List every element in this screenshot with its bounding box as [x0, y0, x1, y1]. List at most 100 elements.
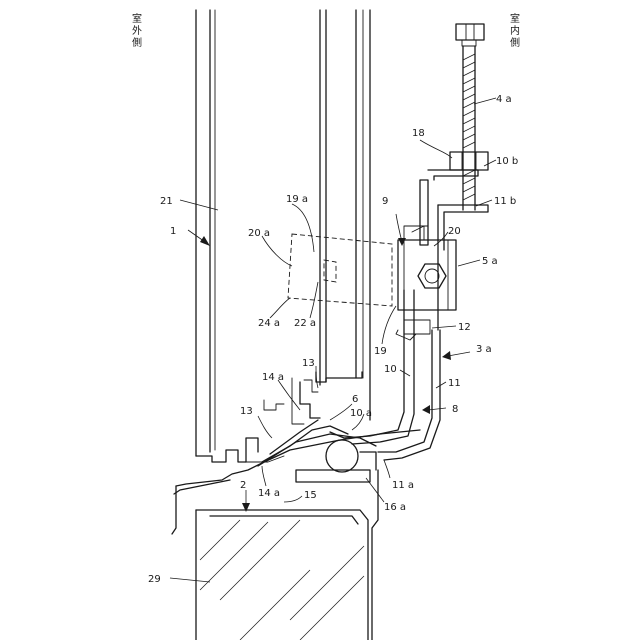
arm-10-inner	[352, 290, 414, 444]
bolt-washer	[462, 40, 476, 46]
leader-10b	[484, 160, 496, 166]
ref-14a-top: 14 a	[262, 372, 284, 383]
hatch-5	[300, 576, 364, 640]
ref-11b: 11 b	[494, 196, 516, 207]
arrow-3a-head	[442, 351, 451, 360]
clamp-assembly	[396, 226, 456, 340]
leader-13-left	[258, 416, 272, 438]
dashed-pad	[288, 234, 392, 306]
ref-24a: 24 a	[258, 318, 280, 329]
leader-20	[434, 232, 448, 246]
leader-9	[396, 214, 402, 242]
ref-5a: 5 a	[482, 256, 498, 267]
ref-4a: 4 a	[496, 94, 512, 105]
leader-11a	[384, 460, 390, 478]
ref-10b: 10 b	[496, 156, 518, 167]
leader-11	[436, 382, 446, 388]
hatch-2	[200, 522, 268, 590]
outdoor-char-1: 室	[132, 12, 142, 25]
outdoor-char-3: 側	[132, 36, 142, 49]
ref-21: 21	[160, 196, 173, 207]
ref-3a: 3 a	[476, 344, 492, 355]
leader-29	[170, 578, 210, 582]
ref-20a: 20 a	[248, 228, 270, 239]
adjusting-bolt	[450, 24, 488, 210]
frame-outer-drop	[172, 486, 176, 534]
clamp-hook-top	[412, 226, 424, 240]
leader-21	[180, 200, 218, 210]
indoor-char-3: 側	[510, 36, 520, 49]
arrow-3a-shaft	[448, 352, 470, 356]
leader-12	[432, 326, 456, 328]
ref-9: 9	[382, 196, 388, 207]
leader-6	[330, 404, 352, 420]
indoor-char-2: 内	[510, 24, 520, 37]
clamp-hook-bottom	[396, 330, 416, 340]
ref-22a: 22 a	[294, 318, 316, 329]
plate-11b-flange	[438, 205, 488, 250]
ref-1: 1	[170, 226, 176, 237]
inner-rail-top	[316, 372, 362, 382]
indoor-char-1: 室	[510, 12, 520, 25]
leader-18	[420, 140, 452, 158]
brace-14a	[262, 380, 348, 462]
leader-24a	[270, 298, 290, 318]
bolt-head	[456, 24, 484, 40]
lower-frame	[172, 430, 420, 534]
pivot-bolt-5a	[418, 264, 446, 288]
ref-19: 19	[374, 346, 387, 357]
ref-19a: 19 a	[286, 194, 308, 205]
arrow-1-head	[200, 236, 210, 246]
sill-top	[196, 510, 368, 640]
plate-10b-flange	[428, 170, 478, 180]
sill-block-15	[296, 470, 370, 482]
clamp-body-20	[398, 240, 456, 310]
outer-rail	[196, 450, 246, 462]
arrow-9-head	[398, 238, 406, 246]
outdoor-side-label: 室 外 側	[132, 12, 142, 49]
sill-roller-16a	[326, 440, 358, 472]
leader-13-top	[316, 366, 318, 388]
indoor-side-label: 室 内 側	[510, 12, 520, 49]
inner-clip-14a	[264, 400, 284, 410]
leader-4a	[474, 98, 496, 104]
support-arms	[330, 290, 440, 460]
hatch-3	[220, 520, 300, 600]
ref-16a: 16 a	[384, 502, 406, 513]
sill-structure	[196, 470, 378, 640]
leader-16a	[366, 478, 384, 502]
ref-18: 18	[412, 128, 425, 139]
clamp-bottom-lug-12	[404, 320, 430, 334]
upright-plates	[420, 170, 488, 330]
ref-11: 11	[448, 378, 461, 389]
ref-12: 12	[458, 322, 471, 333]
ref-11a: 11 a	[392, 480, 414, 491]
arrow-8-head	[422, 405, 430, 414]
hatch-4	[290, 546, 364, 620]
nut-18	[450, 152, 488, 170]
leader-10	[400, 370, 410, 376]
leader-20a	[262, 236, 292, 266]
outer-rail-step	[246, 438, 258, 462]
lower-sash-rails	[196, 372, 362, 462]
hatch-1	[200, 520, 240, 560]
pivot-bolt-center	[425, 269, 439, 283]
outdoor-char-2: 外	[132, 25, 142, 37]
roller-bracket	[360, 452, 376, 470]
sill-top-inner	[210, 516, 358, 524]
hatch-6	[240, 570, 310, 640]
pad-20a-outline	[288, 234, 392, 306]
ref-6: 6	[352, 394, 358, 405]
leader-14a-bottom	[262, 466, 266, 486]
ref-15: 15	[304, 490, 317, 501]
leader-15	[284, 496, 302, 502]
glass-panes	[196, 10, 370, 456]
ref-2: 2	[240, 480, 246, 491]
leader-19	[382, 306, 396, 344]
ref-13-top: 13	[302, 358, 315, 369]
ref-10: 10	[384, 364, 397, 375]
ref-14a-bottom: 14 a	[258, 488, 280, 499]
ref-10a: 10 a	[350, 408, 372, 419]
arrow-8-shaft	[428, 408, 446, 410]
